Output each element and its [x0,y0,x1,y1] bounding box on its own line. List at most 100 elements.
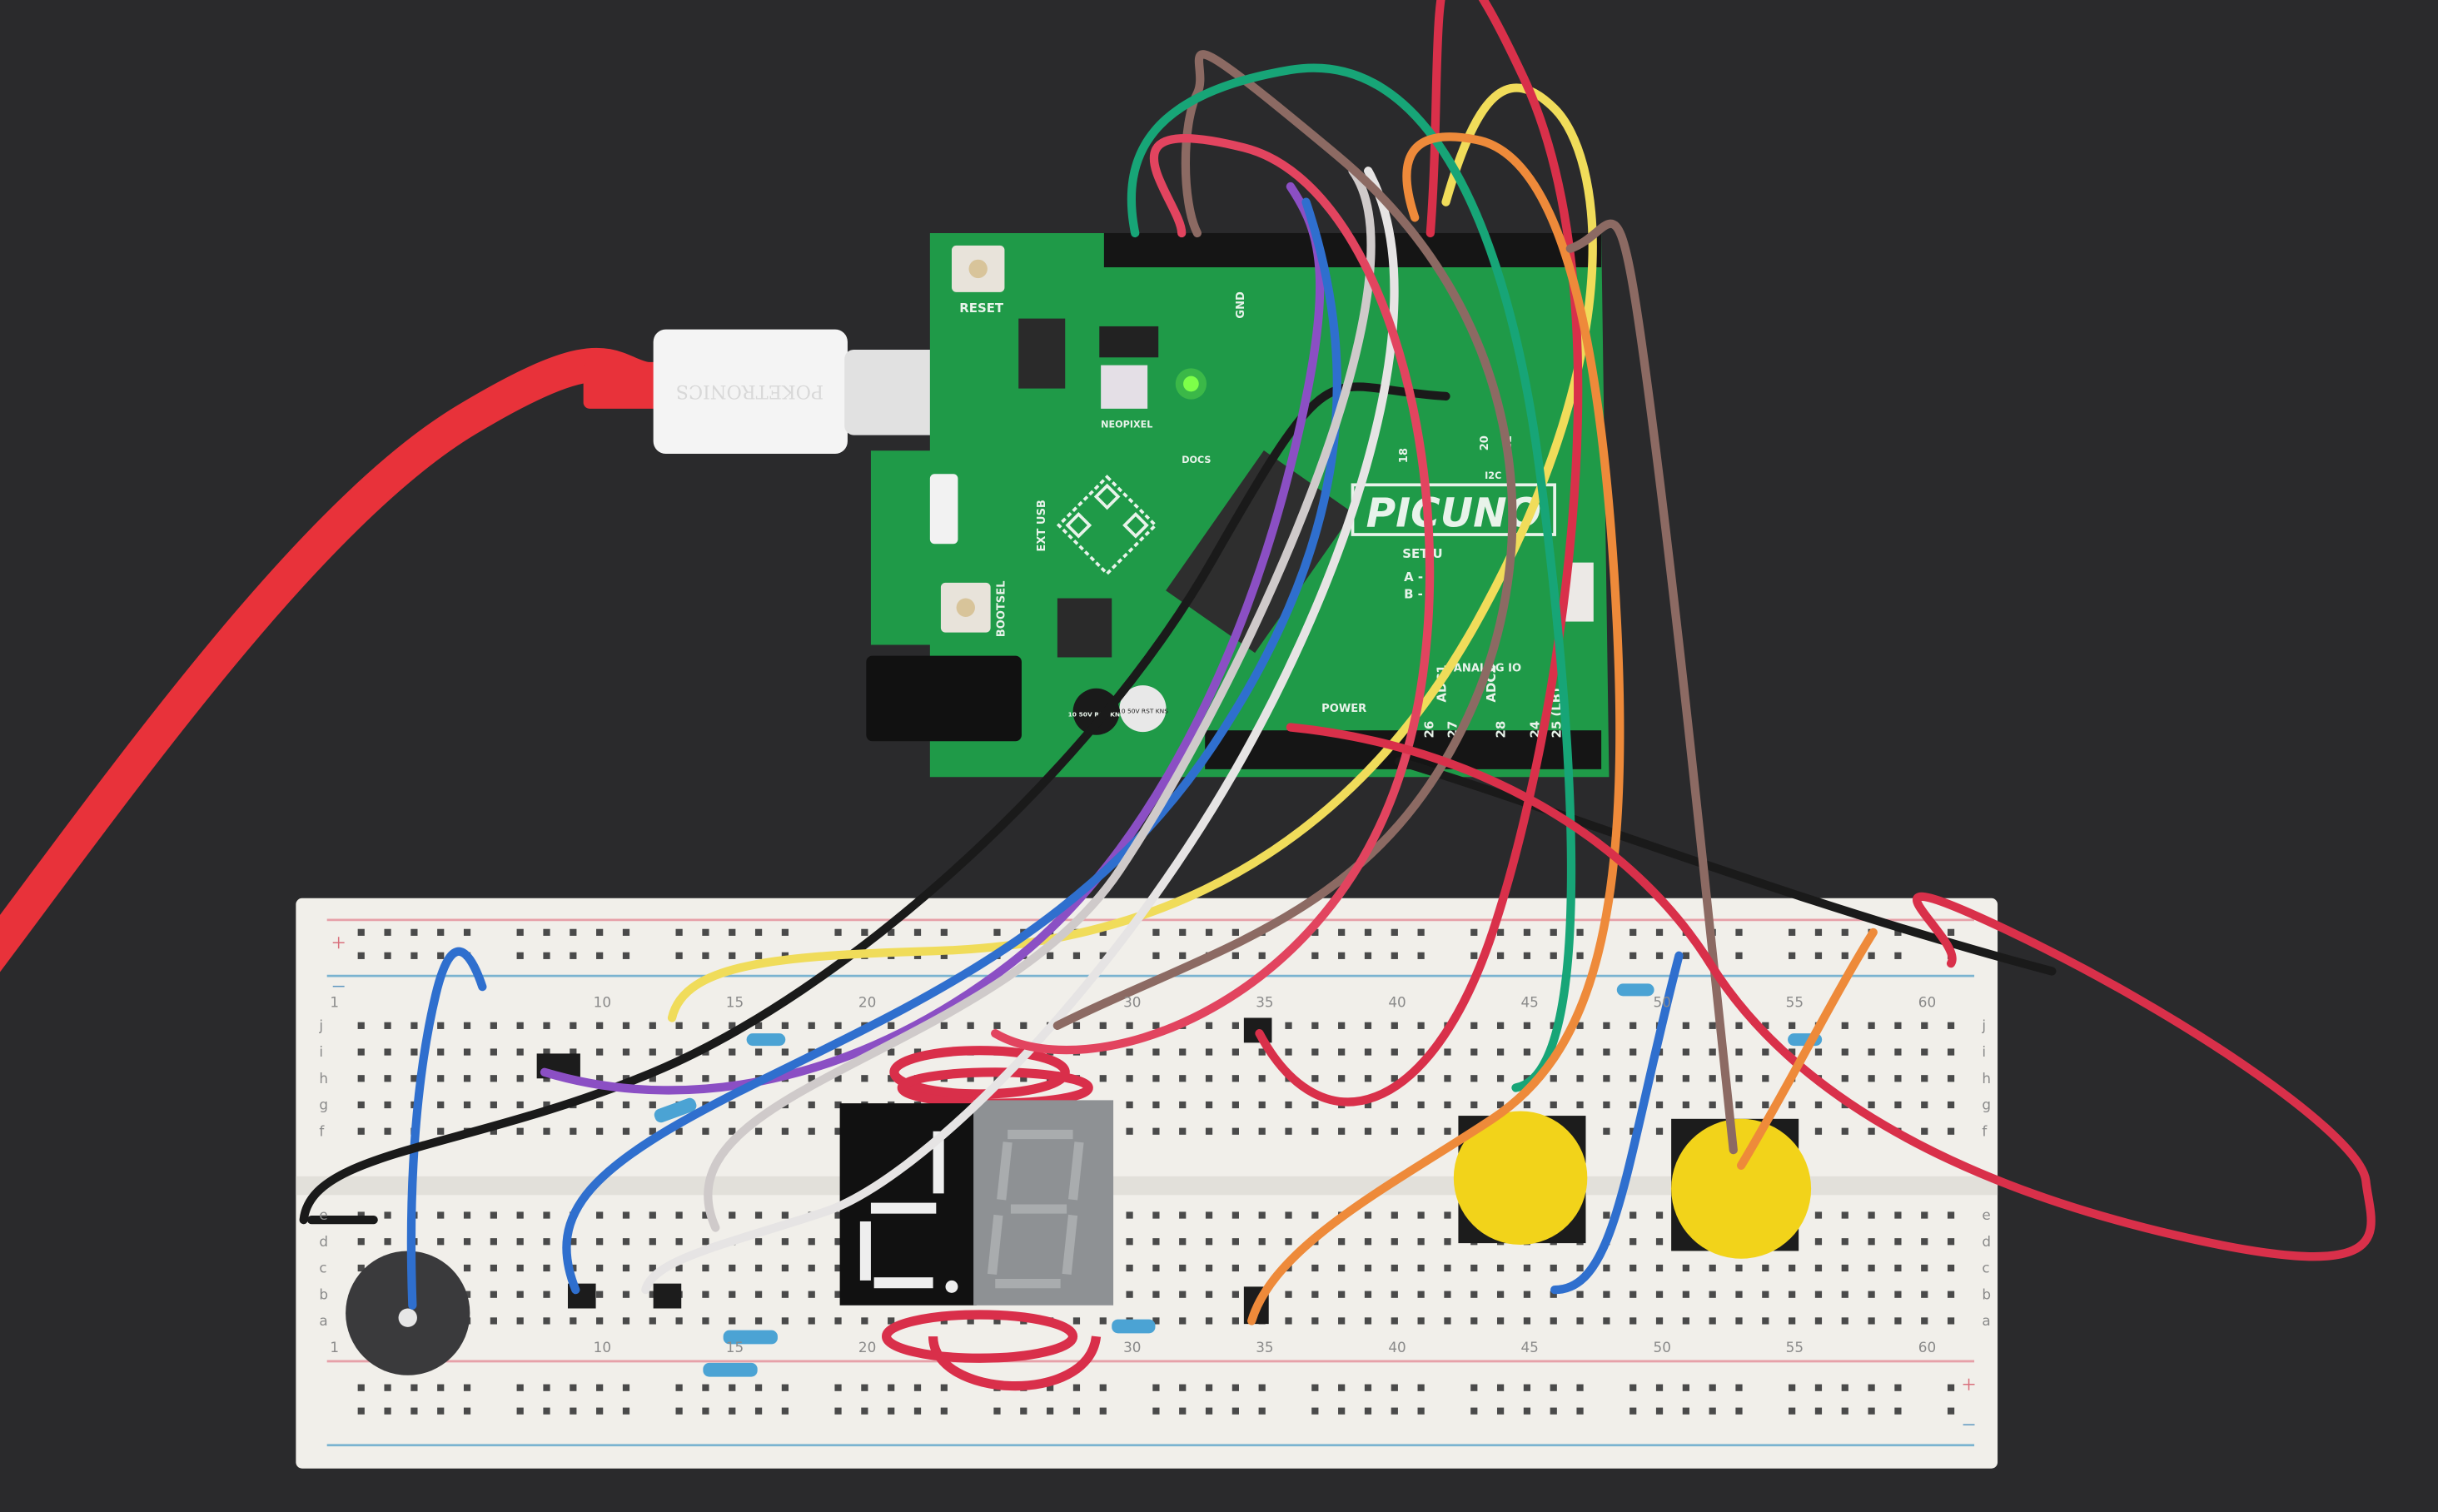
breadboard-hole [1205,1048,1213,1056]
breadboard-hole [1231,928,1239,936]
breadboard-hole [1179,1264,1187,1272]
breadboard-hole [570,1407,577,1415]
breadboard-hole [1285,1101,1292,1109]
breadboard-hole [516,1407,524,1415]
breadboard-hole [1364,952,1372,959]
breadboard-hole [861,1384,868,1391]
breadboard-hole [702,1075,709,1082]
breadboard-hole [1205,928,1213,936]
reset-button-cap[interactable] [968,259,988,279]
breadboard-hole [1311,1075,1319,1082]
breadboard-hole [1789,1407,1796,1415]
breadboard-hole [913,928,922,936]
breadboard-hole [1470,1291,1478,1298]
breadboard-hole [1629,1211,1637,1219]
breadboard-hole [834,1101,842,1109]
breadboard-hole [649,1291,656,1298]
gnd-top-label: GND [1235,291,1247,319]
breadboard-hole [1444,1291,1451,1298]
wire-red-long [1286,723,2376,1261]
breadboard-hole [729,952,736,959]
breadboard-hole [1231,1317,1239,1325]
breadboard-hole [1709,1384,1716,1391]
breadboard-hole [729,1075,736,1082]
breadboard-hole [1470,1384,1478,1391]
breadboard-hole [1391,1238,1398,1246]
column-label: 35 [1256,1339,1273,1355]
pin-20-label: 20 [1479,435,1491,450]
breadboard-hole [1417,1211,1425,1219]
breadboard-hole [1391,1291,1398,1298]
breadboard-hole [357,1075,365,1082]
breadboard-hole [1047,1384,1054,1391]
breadboard-hole [1655,1075,1664,1082]
breadboard-hole [570,1238,577,1246]
breadboard-column-labels: 1110101515202030303535404045455050555560… [330,993,1936,1355]
breadboard-hole [1311,1048,1319,1056]
row-label: i [1982,1043,1986,1060]
breadboard-hole [1603,1291,1610,1298]
cable-brand-text: POKETRONICS [676,380,823,402]
push-button-1[interactable] [1453,1111,1588,1245]
wire-blue-buzzer [406,947,487,1310]
wire-white [641,167,1399,1295]
column-label: 50 [1654,993,1671,1010]
breadboard-hole [781,1264,789,1272]
breadboard-hole [1179,1407,1187,1415]
breadboard-hole [1126,1238,1133,1246]
resistor [1112,1319,1156,1334]
breadboard-hole [1523,1384,1531,1391]
breadboard-hole [1258,1238,1266,1246]
row-label: a [319,1312,327,1329]
wire-blue [562,197,1341,1295]
breadboard-hole [1576,1264,1584,1272]
bootsel-button-cap[interactable] [956,598,975,617]
power-switch[interactable] [929,474,958,545]
breadboard-hole [729,1384,736,1391]
breadboard-hole [1947,1384,1955,1391]
breadboard-hole [1841,1127,1848,1135]
breadboard-hole [1894,1048,1902,1056]
breadboard-hole [410,1048,418,1056]
column-label: 55 [1786,1339,1804,1355]
breadboard-hole [1391,1211,1398,1219]
breadboard-hole [516,928,524,936]
breadboard-hole [1868,1048,1875,1056]
capacitor-2-label: 10 50V RST KNS [1117,708,1168,715]
breadboard-hole [1179,1384,1187,1391]
breadboard-hole [1841,1075,1848,1082]
push-button-2[interactable] [1671,1118,1812,1259]
breadboard-hole [834,1075,842,1082]
breadboard-hole [1894,1291,1902,1298]
breadboard-hole [888,1048,895,1056]
breadboard-hole [622,1291,630,1298]
breadboard-hole [596,952,604,959]
breadboard-hole [384,1238,391,1246]
breadboard-hole [1258,1048,1266,1056]
breadboard-hole [543,1317,550,1325]
breadboard-hole [463,1211,471,1219]
breadboard-hole [622,1075,630,1082]
breadboard-hole [1205,1407,1213,1415]
cable-strain-relief [583,361,661,409]
breadboard-hole [1496,1291,1505,1298]
row-label: a [1982,1312,1990,1329]
breadboard-hole [940,928,948,936]
breadboard-hole [1762,1048,1769,1056]
breadboard-hole [1126,1127,1133,1135]
breadboard-hole [1921,1238,1928,1246]
row-label: b [1982,1286,1991,1302]
breadboard-hole [1629,1101,1637,1109]
resistor [746,1033,786,1047]
breadboard-hole [913,1407,922,1415]
breadboard-hole [1417,1022,1425,1029]
breadboard-hole [1550,952,1557,959]
breadboard-hole [1099,928,1107,936]
breadboard-hole [781,1407,789,1415]
breadboard-hole [1603,1264,1610,1272]
breadboard-hole [675,1264,683,1272]
breadboard-hole [1311,1022,1319,1029]
breadboard-hole [1470,1075,1478,1082]
breadboard-hole [1655,1127,1664,1135]
